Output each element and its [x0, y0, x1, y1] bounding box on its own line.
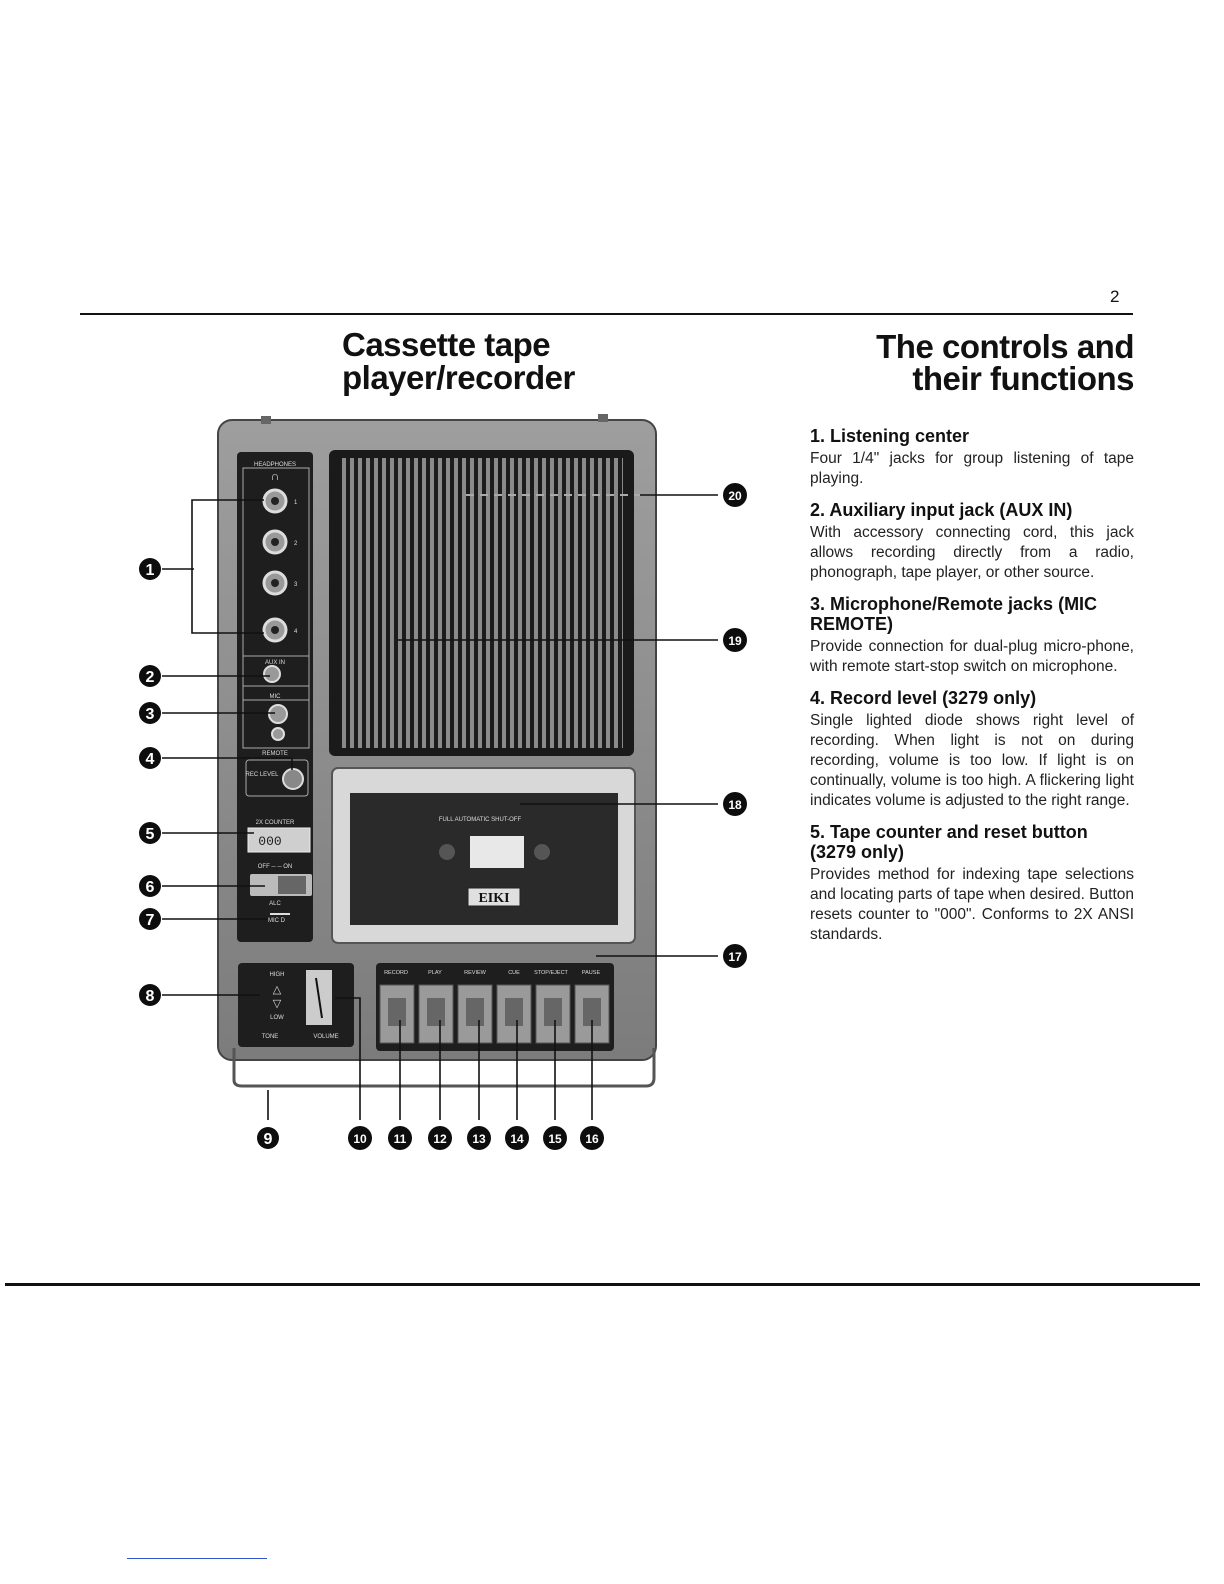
tape-viewer — [470, 836, 524, 868]
control-heading: 2. Auxiliary input jack (AUX IN) — [810, 500, 1073, 520]
auto-shutoff-label: FULL AUTOMATIC SHUT-OFF — [439, 817, 522, 823]
down-icon: ▽ — [273, 998, 282, 1010]
svg-text:19: 19 — [728, 634, 742, 648]
handle — [232, 1048, 656, 1088]
control-heading: 1. Listening center — [810, 426, 970, 446]
svg-text:3: 3 — [294, 582, 298, 588]
mic-d-label: MIC D — [268, 918, 286, 924]
svg-text:HIGH: HIGH — [270, 972, 285, 978]
svg-text:4: 4 — [146, 751, 155, 768]
bottom-rule — [5, 1283, 1200, 1286]
volume-label: VOLUME — [313, 1034, 338, 1040]
mic-label: MIC — [270, 694, 282, 700]
aux-in-label: AUX IN — [265, 660, 285, 666]
control-description: Single lighted diode shows right level o… — [810, 712, 1134, 809]
svg-text:16: 16 — [585, 1132, 599, 1146]
cassette-recorder-diagram: HEADPHONES ∩ 1 2 3 4 AUX IN MIC REMOTE R… — [139, 414, 747, 1150]
svg-text:2: 2 — [146, 669, 155, 686]
transport-keys — [379, 984, 610, 1044]
control-description: Provides method for indexing tape select… — [810, 866, 1134, 943]
control-heading: 4. Record level (3279 only) — [810, 688, 1037, 708]
svg-text:5: 5 — [146, 826, 155, 843]
footer-line — [127, 1558, 267, 1559]
svg-text:CUE: CUE — [508, 970, 520, 976]
svg-text:8: 8 — [146, 988, 155, 1005]
svg-text:4: 4 — [294, 629, 298, 635]
svg-text:LOW: LOW — [270, 1015, 284, 1021]
svg-text:7: 7 — [146, 912, 155, 929]
device-title: Cassette tape player/recorder — [342, 328, 575, 394]
device-title-line-2: player/recorder — [342, 359, 575, 396]
control-heading: 5. Tape counter and reset button (3279 o… — [810, 822, 1088, 862]
leader-lines — [162, 494, 718, 1120]
control-heading: 3. Microphone/Remote jacks (MIC REMOTE) — [810, 594, 1098, 634]
svg-text:12: 12 — [433, 1132, 447, 1146]
svg-text:REVIEW: REVIEW — [464, 970, 487, 976]
svg-text:18: 18 — [728, 798, 742, 812]
mic-jack — [268, 704, 288, 724]
svg-text:15: 15 — [548, 1132, 562, 1146]
control-item: 3. Microphone/Remote jacks (MIC REMOTE) … — [810, 594, 1134, 677]
svg-text:STOP/EJECT: STOP/EJECT — [534, 970, 568, 976]
control-item: 1. Listening center Four 1/4" jacks for … — [810, 426, 1134, 489]
svg-text:9: 9 — [264, 1131, 273, 1148]
svg-text:1: 1 — [294, 500, 298, 506]
alc-label: ALC — [269, 901, 281, 907]
controls-list: 1. Listening center Four 1/4" jacks for … — [810, 426, 1134, 956]
transport-labels: RECORD PLAY REVIEW CUE STOP/EJECT PAUSE — [384, 970, 600, 976]
svg-text:17: 17 — [728, 950, 742, 964]
svg-text:3: 3 — [146, 706, 155, 723]
rec-level-diode — [282, 768, 304, 790]
control-description: Provide connection for dual-plug micro-p… — [810, 638, 1134, 675]
svg-text:1: 1 — [146, 562, 155, 579]
tone-label: TONE — [262, 1034, 279, 1040]
device-title-line-1: Cassette tape — [342, 326, 551, 363]
control-item: 5. Tape counter and reset button (3279 o… — [810, 822, 1134, 945]
svg-text:13: 13 — [472, 1132, 486, 1146]
svg-text:11: 11 — [394, 1132, 407, 1146]
callout-badges: 1 2 3 4 5 6 7 8 9 10 11 12 13 14 15 16 1… — [139, 483, 747, 1150]
svg-text:000: 000 — [258, 834, 281, 849]
svg-text:PLAY: PLAY — [428, 970, 442, 976]
svg-text:14: 14 — [510, 1132, 524, 1146]
up-icon: △ — [273, 984, 282, 996]
section-title-line-1: The controls and — [876, 328, 1134, 365]
headphone-jacks: 1 2 3 4 — [262, 488, 298, 643]
control-item: 2. Auxiliary input jack (AUX IN) With ac… — [810, 500, 1134, 583]
counter-label: 2X COUNTER — [256, 820, 295, 826]
body-top-tab — [598, 414, 608, 422]
remote-label: REMOTE — [262, 751, 288, 757]
rec-level-label: REC LEVEL — [245, 772, 279, 778]
svg-text:6: 6 — [146, 879, 155, 896]
headphones-label: HEADPHONES — [254, 462, 296, 468]
section-title: The controls and their functions — [876, 328, 1134, 397]
remote-jack — [271, 727, 285, 741]
control-description: With accessory connecting cord, this jac… — [810, 524, 1134, 581]
control-strip — [237, 452, 313, 942]
svg-text:2: 2 — [294, 541, 298, 547]
svg-text:20: 20 — [728, 489, 742, 503]
off-on-label: OFF ─ ─ ON — [258, 864, 293, 870]
section-title-line-2: their functions — [912, 360, 1134, 397]
aux-jack — [263, 665, 281, 683]
page-number: 2 — [1110, 287, 1120, 306]
svg-text:PAUSE: PAUSE — [582, 970, 601, 976]
top-rule — [80, 313, 1133, 315]
control-item: 4. Record level (3279 only) Single light… — [810, 688, 1134, 811]
tape-counter — [247, 827, 311, 853]
headphones-icon: ∩ — [271, 469, 280, 483]
svg-text:RECORD: RECORD — [384, 970, 408, 976]
brand-logo: EIKI — [478, 891, 509, 906]
svg-text:10: 10 — [353, 1132, 367, 1146]
control-description: Four 1/4" jacks for group listening of t… — [810, 450, 1134, 487]
body-top-tab — [261, 416, 271, 424]
speaker-grille — [340, 458, 623, 748]
